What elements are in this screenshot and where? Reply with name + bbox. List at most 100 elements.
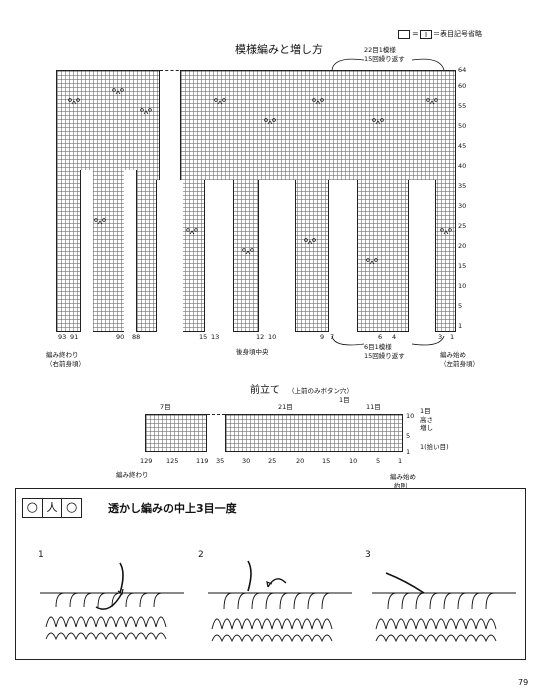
stitch-label: 10 (268, 333, 277, 341)
side-note-3: 増し (420, 424, 433, 432)
pattern-repeat-note-bottom-2: 15回繰り返す (364, 352, 405, 360)
yarn-over-symbol: ○ (66, 500, 78, 515)
band-stitch-label: 119 (196, 457, 209, 465)
technique-symbol-boxes: ○ 人 ○ (22, 498, 82, 518)
band-stitch-label: 10 (349, 457, 358, 465)
row-label: 10 (458, 282, 467, 290)
start-label-right-1: 編み始め (440, 351, 466, 359)
front-band-start-2: 約則 (394, 482, 407, 490)
band-stitch-label: 125 (166, 457, 179, 465)
chart-grid-left (56, 70, 160, 332)
step-number: 1 (38, 550, 44, 560)
front-band-stitch-labels: 129 125 119 35 30 25 20 15 10 5 1 (0, 458, 552, 468)
stitch-label: 9 (320, 333, 325, 341)
band-stitch-label: 1 (398, 457, 403, 465)
chart-continuation-line (160, 70, 184, 71)
stitch-label: 90 (116, 333, 125, 341)
chart-stitch-symbols (68, 88, 452, 265)
step-number: 3 (365, 550, 371, 560)
center-back-label: 後身頃中央 (236, 348, 269, 356)
front-band-count-mid: 21目 (278, 403, 293, 411)
pattern-repeat-note-top-1: 22目1模様 (364, 46, 396, 54)
front-band-grid-left (145, 414, 207, 452)
front-band-count-right: 11目 (366, 403, 381, 411)
side-note-2: 高さ (420, 415, 433, 424)
chart-cutout (80, 170, 93, 332)
stitch-label: 88 (132, 333, 141, 341)
step-number: 2 (198, 550, 204, 560)
page-number: 79 (518, 678, 529, 687)
band-stitch-label: 20 (296, 457, 305, 465)
band-stitch-label: 129 (140, 457, 153, 465)
repeat-bracket-top (331, 58, 445, 71)
stitch-label: 3 (438, 333, 443, 341)
front-band-count-left: 7目 (160, 403, 171, 411)
chart-cutout (258, 180, 296, 332)
chart-cutout (408, 180, 436, 332)
stitch-label: 13 (211, 333, 220, 341)
front-band-side-note: 1目 高さ 増し 1(拾い目) (420, 408, 449, 450)
front-band-count-hole: 1目 (339, 396, 350, 404)
chart-cutout (328, 180, 358, 332)
row-label: 45 (458, 142, 467, 150)
row-label: 30 (458, 202, 467, 210)
front-band-subtitle: （上前のみボタン穴） (288, 387, 353, 395)
end-label-left-1: 編み終わり (46, 351, 79, 359)
stitch-label: 4 (392, 333, 397, 341)
legend-equals: = (412, 29, 419, 38)
pattern-chart (56, 70, 456, 332)
row-label: 35 (458, 182, 467, 190)
step-1-illustration (40, 562, 184, 641)
band-row-label: 5 (406, 432, 411, 440)
front-band-start-1: 編み始め (390, 473, 416, 481)
stitch-label: 6 (378, 333, 383, 341)
row-label: 40 (458, 162, 467, 170)
side-note-4: 1(拾い目) (420, 442, 449, 451)
stitch-label: 15 (199, 333, 208, 341)
row-label: 15 (458, 262, 467, 270)
row-label: 20 (458, 242, 467, 250)
stitch-label: 93 (58, 333, 67, 341)
band-stitch-label: 5 (376, 457, 381, 465)
central-double-decrease-symbol: 人 (43, 499, 63, 517)
band-stitch-label: 25 (268, 457, 277, 465)
band-row-label: 10 (406, 412, 415, 420)
row-label: 5 (458, 302, 463, 310)
row-label: 25 (458, 222, 467, 230)
step-2-illustration (208, 560, 352, 643)
row-label: 64 (458, 66, 467, 74)
legend-empty-symbol (398, 30, 410, 39)
pattern-title: 模様編みと増し方 (235, 43, 323, 56)
yarn-over-symbol: ○ (23, 499, 43, 517)
front-band-grid-right (225, 414, 403, 452)
technique-box: ○ 人 ○ 透かし編みの中上3目一度 1 2 3 (15, 488, 526, 660)
front-band-dashed (207, 414, 225, 415)
stitch-label: 91 (70, 333, 79, 341)
repeat-bracket-bottom (331, 335, 445, 346)
step-3-illustration (372, 572, 516, 643)
pattern-repeat-note-bottom-1: 6目1模様 (364, 343, 392, 351)
front-band-title: 前立て (250, 385, 280, 396)
band-stitch-label: 30 (242, 457, 251, 465)
row-label: 60 (458, 82, 467, 90)
row-label: 1 (458, 322, 463, 330)
row-label: 55 (458, 102, 467, 110)
pattern-repeat-note-top-2: 15回繰り返す (364, 55, 405, 63)
end-label-left-2: （右前身頃） (46, 360, 85, 368)
legend-text: ＝表目記号省略 (433, 30, 482, 38)
front-band-chart (145, 414, 403, 452)
technique-title: 透かし編みの中上3目一度 (108, 502, 237, 515)
chart-cutout (124, 170, 137, 332)
band-row-label: 1 (406, 448, 411, 456)
start-label-right-2: （左前身頃） (440, 360, 479, 368)
side-note-1: 1目 (420, 407, 431, 415)
front-band-end-label: 編み終わり (116, 471, 149, 479)
legend-knit-symbol: I (420, 30, 432, 39)
band-stitch-label: 35 (216, 457, 225, 465)
band-stitch-label: 15 (322, 457, 331, 465)
chart-cutout (204, 180, 234, 332)
stitch-label: 12 (256, 333, 265, 341)
row-label: 50 (458, 122, 467, 130)
chart-stitch-labels: 93 91 90 88 15 13 12 10 9 7 6 4 3 1 (0, 334, 552, 344)
stitch-label: 1 (450, 333, 455, 341)
